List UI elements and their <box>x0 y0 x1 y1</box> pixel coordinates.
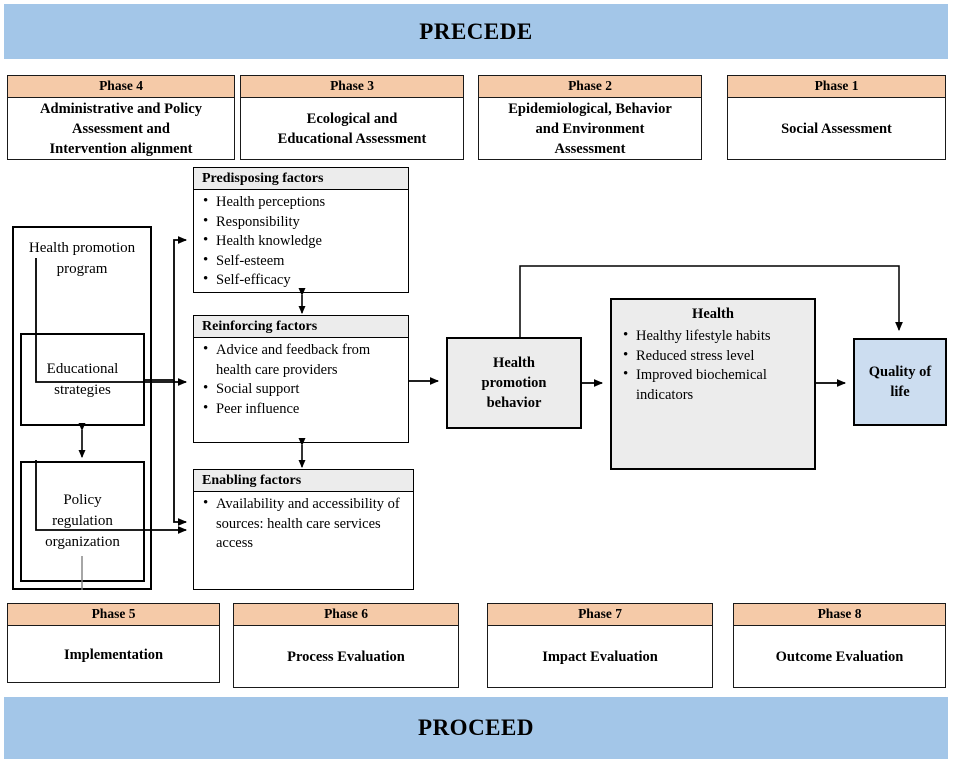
phase-box-2: Phase 2 Epidemiological, Behavior and En… <box>478 75 702 160</box>
precede-banner-label: PRECEDE <box>419 18 533 44</box>
proceed-banner-label: PROCEED <box>418 715 534 740</box>
predisposing-factors-title: Predisposing factors <box>194 168 408 190</box>
health-outcomes-title: Health <box>692 306 734 322</box>
list-item: Health knowledge <box>203 231 404 252</box>
policy-line-3: organization <box>45 534 120 550</box>
phase-8-body: Outcome Evaluation <box>734 626 945 688</box>
phase-box-3: Phase 3 Ecological and Educational Asses… <box>240 75 464 160</box>
reinforcing-factors-box: Reinforcing factors Advice and feedback … <box>193 315 409 443</box>
quality-of-life-box: Quality of life <box>853 338 947 426</box>
phase-1-body: Social Assessment <box>728 98 945 160</box>
health-promotion-behavior-text: Health promotion behavior <box>448 339 580 427</box>
health-outcomes-list: Healthy lifestyle habits Reduced stress … <box>612 324 814 407</box>
precede-banner: PRECEDE <box>4 4 948 59</box>
phase-box-8: Phase 8 Outcome Evaluation <box>733 603 946 688</box>
policy-regulation-text: Policy regulation organization <box>22 463 143 580</box>
edu-line-1: Educational <box>46 360 119 377</box>
health-outcomes-box: Health Healthy lifestyle habits Reduced … <box>610 298 816 470</box>
phase-4-body: Administrative and Policy Assessment and… <box>8 98 234 160</box>
policy-line-2: regulation <box>52 513 113 529</box>
phase-7-body: Impact Evaluation <box>488 626 712 688</box>
policy-regulation-organization-box: Policy regulation organization <box>20 461 145 582</box>
behavior-line-3: behavior <box>486 395 542 411</box>
edu-line-2: strategies <box>54 381 111 398</box>
phase-box-7: Phase 7 Impact Evaluation <box>487 603 713 688</box>
list-item: Social support <box>203 379 404 400</box>
phase-2-line-3: Assessment <box>554 141 626 157</box>
educational-strategies-box: Educational strategies <box>20 333 145 426</box>
phase-3-line-1: Ecological and <box>306 111 398 127</box>
enabling-factors-box: Enabling factors Availability and access… <box>193 469 414 590</box>
phase-4-line-3: Intervention alignment <box>49 141 193 157</box>
qol-line-2: life <box>890 384 910 400</box>
phase-8-line-1: Outcome Evaluation <box>775 649 904 665</box>
quality-of-life-text: Quality of life <box>855 340 945 424</box>
hpp-line-1: Health <box>28 240 69 256</box>
list-item: Self-esteem <box>203 251 404 272</box>
phase-3-header: Phase 3 <box>241 76 463 98</box>
list-item: Responsibility <box>203 212 404 233</box>
phase-7-line-1: Impact Evaluation <box>542 649 658 665</box>
list-item: Peer influence <box>203 399 404 420</box>
phase-box-1: Phase 1 Social Assessment <box>727 75 946 160</box>
enabling-factors-list: Availability and accessibility of source… <box>194 492 413 556</box>
behavior-line-2: promotion <box>481 375 547 391</box>
phase-6-body: Process Evaluation <box>234 626 458 688</box>
predisposing-factors-box: Predisposing factors Health perceptions … <box>193 167 409 293</box>
phase-4-header: Phase 4 <box>8 76 234 98</box>
list-item: Advice and feedback from health care pro… <box>203 340 404 380</box>
phase-2-line-1: Epidemiological, Behavior <box>508 101 672 117</box>
hpp-line-3: program <box>56 261 108 277</box>
enabling-factors-title: Enabling factors <box>194 470 413 492</box>
reinforcing-factors-title: Reinforcing factors <box>194 316 408 338</box>
educational-strategies-text: Educational strategies <box>22 335 143 424</box>
hpp-line-2: promotion <box>72 240 136 256</box>
phase-8-header: Phase 8 <box>734 604 945 626</box>
phase-1-line-1: Social Assessment <box>781 121 892 137</box>
phase-5-header: Phase 5 <box>8 604 219 626</box>
phase-5-body: Implementation <box>8 626 219 683</box>
phase-2-body: Epidemiological, Behavior and Environmen… <box>479 98 701 160</box>
phase-3-line-2: Educational Assessment <box>277 131 427 147</box>
phase-box-5: Phase 5 Implementation <box>7 603 220 683</box>
phase-box-4: Phase 4 Administrative and Policy Assess… <box>7 75 235 160</box>
phase-6-header: Phase 6 <box>234 604 458 626</box>
predisposing-factors-list: Health perceptions Responsibility Health… <box>194 190 408 293</box>
phase-4-line-2: Assessment and <box>72 121 170 137</box>
policy-line-1: Policy <box>63 492 102 508</box>
behavior-line-1: Health <box>493 355 535 371</box>
list-item: Self-efficacy <box>203 270 404 291</box>
list-item: Reduced stress level <box>623 346 810 367</box>
qol-line-1: Quality of <box>868 364 932 380</box>
list-item: Availability and accessibility of source… <box>203 494 409 554</box>
phase-2-line-2: and Environment <box>535 121 645 137</box>
phase-6-line-1: Process Evaluation <box>287 649 405 665</box>
phase-3-body: Ecological and Educational Assessment <box>241 98 463 160</box>
health-promotion-program-title: Health promotion program <box>14 238 150 280</box>
phase-box-6: Phase 6 Process Evaluation <box>233 603 459 688</box>
phase-1-header: Phase 1 <box>728 76 945 98</box>
proceed-banner: PROCEED <box>4 697 948 759</box>
list-item: Health perceptions <box>203 192 404 213</box>
phase-2-header: Phase 2 <box>479 76 701 98</box>
health-promotion-behavior-box: Health promotion behavior <box>446 337 582 429</box>
reinforcing-factors-list: Advice and feedback from health care pro… <box>194 338 408 421</box>
list-item: Healthy lifestyle habits <box>623 326 810 347</box>
phase-7-header: Phase 7 <box>488 604 712 626</box>
list-item: Improved biochemical indicators <box>623 365 810 405</box>
phase-5-line-1: Implementation <box>63 646 164 663</box>
phase-4-line-1: Administrative and Policy <box>40 101 202 117</box>
